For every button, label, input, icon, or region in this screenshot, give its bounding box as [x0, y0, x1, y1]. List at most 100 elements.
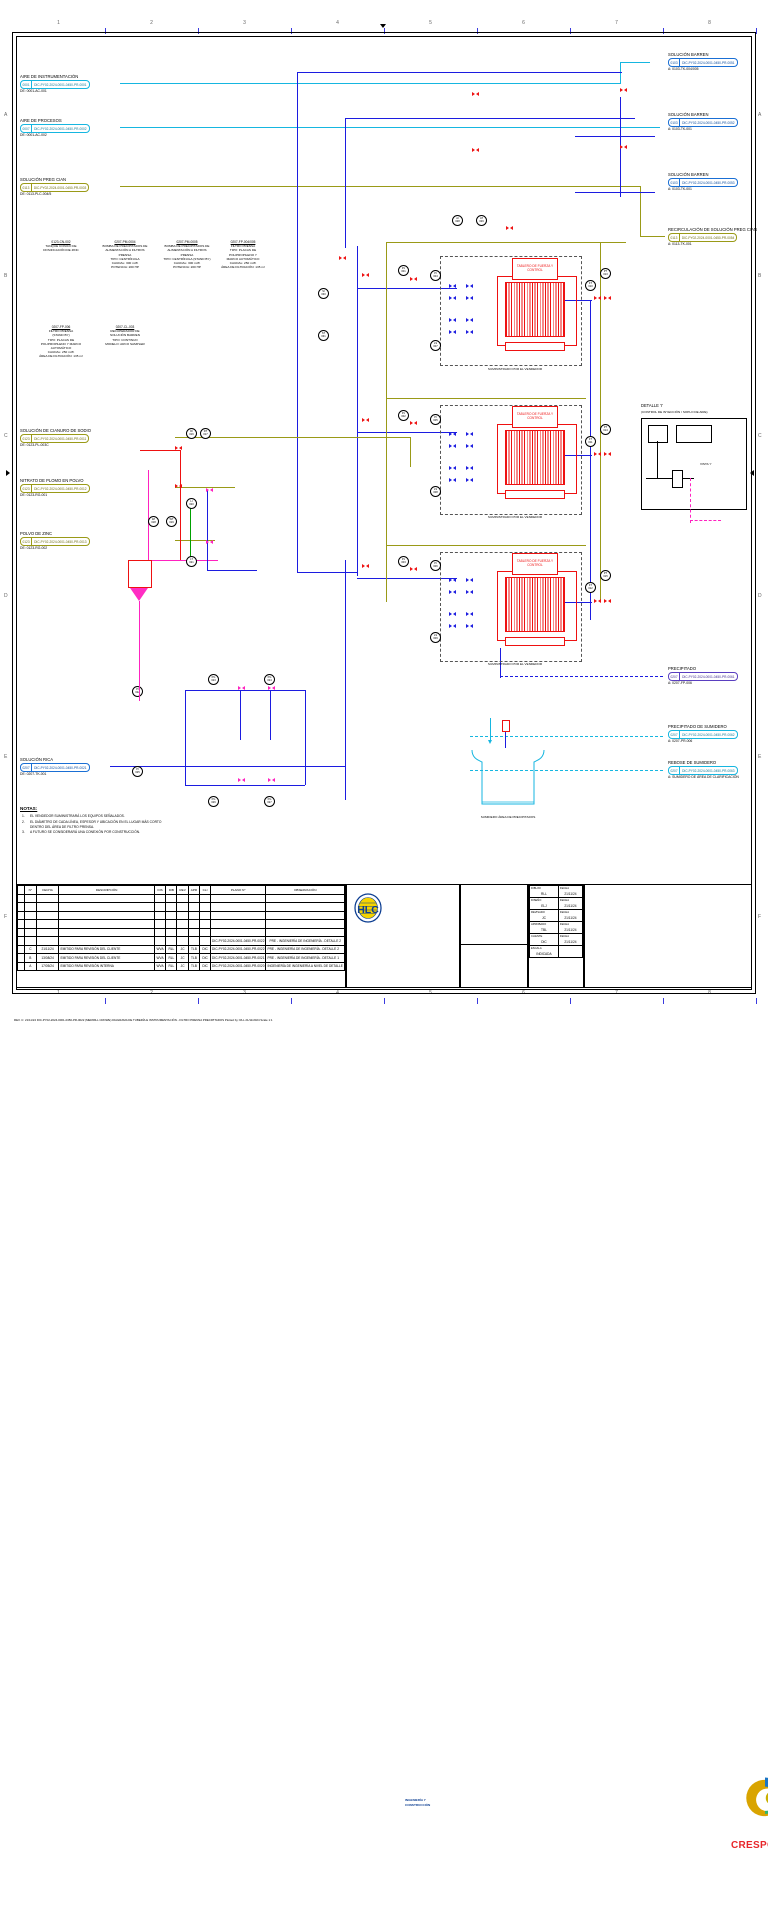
revision-header-cell: OBSERVACIÓN [265, 885, 345, 895]
grid-row-label: F [4, 913, 8, 920]
revision-cell [24, 919, 37, 929]
instrument-loop-number: 029 [479, 219, 484, 223]
revision-header-cell: CLI [199, 885, 212, 895]
stream-code: DIC-PY02-2024-0001-0450-PR-0061 [682, 674, 735, 679]
instrument-loop-number: 004 [433, 274, 438, 278]
grid-tick [105, 998, 106, 1004]
stream-number: 0007 [21, 125, 33, 132]
hlc-sub-1: INGENIERÍA Y [405, 1798, 426, 1802]
instrument-function: PG [267, 675, 272, 679]
stream-code: DIC-PY02-2024-0001-0450-PR-0003 [33, 185, 87, 190]
revision-cell [17, 961, 25, 971]
revision-cell [17, 893, 25, 903]
equipment-desc-line: DOSIFICACIÓN DE ZINC [43, 248, 79, 253]
pipe-olive-rail [386, 242, 387, 602]
stream-title: SOLUCIÓN PREG CIAN [20, 177, 67, 182]
valve-symbol [594, 452, 601, 457]
grid-col-label: 6 [522, 20, 525, 26]
stream-destination: A: 0113-TK-001 [668, 241, 692, 246]
hlc-sub-2: CONSTRUCCIÓN [405, 1803, 431, 1807]
revision-cell [187, 902, 201, 912]
equipment-desc-line: FILTRO PRENSA [230, 244, 256, 249]
valve-symbol [449, 478, 456, 483]
stream-destination: DE: 0001-AC-002 [20, 132, 47, 137]
valve-symbol [594, 296, 601, 301]
stream-number: 0123 [21, 538, 33, 545]
valve-symbol [466, 624, 473, 629]
drawing-frame-outer [12, 32, 756, 994]
revision-cell: RLL [165, 944, 178, 954]
valve-symbol [466, 444, 473, 449]
valve-symbol [620, 88, 627, 93]
revision-cell [165, 919, 178, 929]
approval-date: 21/11/24 [557, 890, 584, 898]
grid-col-label: 8 [708, 20, 711, 26]
stream-number: 0001 [21, 81, 33, 88]
approval-date: 21/11/24 [557, 902, 584, 910]
note-item: 2.EL DIÁMETRO DE CADA LÍNEA, ESPESOR Y U… [22, 820, 172, 830]
note-number: 2. [22, 819, 25, 824]
equipment-tag: 0207-PM-0005 [176, 240, 198, 244]
grid-col-label: 3 [243, 20, 246, 26]
equipment-desc-line: ALIMENTACIÓN A FILTROS [167, 248, 207, 253]
grid-row-label: B [758, 272, 762, 279]
instrument-loop-number: 007 [433, 344, 438, 348]
grid-row-label: C [4, 432, 8, 439]
detail-device-1 [648, 425, 668, 443]
instrument-function: DI [190, 429, 193, 433]
instrument-function: FV [401, 266, 406, 270]
valve-symbol [506, 226, 513, 231]
stream-title: SOLUCIÓN BARREN [668, 172, 709, 177]
